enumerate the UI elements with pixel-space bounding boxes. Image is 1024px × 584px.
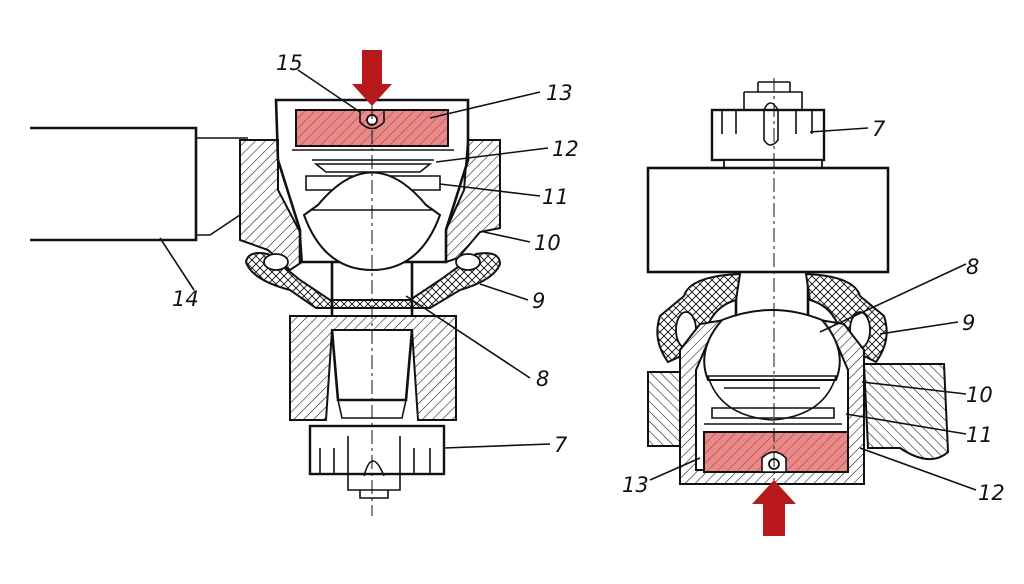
housing-right-right	[862, 363, 950, 460]
tie-rod-arm	[30, 126, 259, 242]
label-12: 12	[552, 137, 579, 161]
socket-cup	[274, 98, 470, 264]
label-7: 7	[554, 433, 568, 457]
label-15: 15	[276, 51, 303, 75]
ball-pin-head	[302, 171, 442, 272]
label-10: 10	[534, 231, 561, 255]
housing-right-left	[647, 371, 681, 447]
knuckle-left	[289, 315, 457, 421]
label-9-right: 9	[962, 311, 975, 335]
force-arrow-up	[752, 480, 796, 536]
castle-nut-right	[710, 81, 826, 169]
dust-boot-right	[656, 272, 888, 364]
label-8: 8	[536, 367, 549, 391]
label-7-right: 7	[872, 117, 886, 141]
steering-arm-right	[646, 166, 890, 274]
castle-nut-left	[308, 424, 446, 499]
label-14: 14	[172, 287, 199, 311]
right-joint-view: 7 8 9 10 11 12 13	[622, 78, 1005, 536]
label-13: 13	[546, 81, 573, 105]
left-joint-view: 15 13 12 11 10 9 8 7 14	[30, 50, 579, 516]
label-10-right: 10	[966, 383, 993, 407]
label-11-right: 11	[966, 423, 993, 447]
force-arrow-down	[352, 50, 392, 106]
dust-boot-left	[244, 252, 502, 309]
label-9: 9	[532, 289, 545, 313]
ball-pin-head-right	[703, 309, 841, 381]
label-8-right: 8	[966, 255, 979, 279]
label-13-right: 13	[622, 473, 649, 497]
label-12-right: 12	[978, 481, 1005, 505]
label-11: 11	[542, 185, 569, 209]
